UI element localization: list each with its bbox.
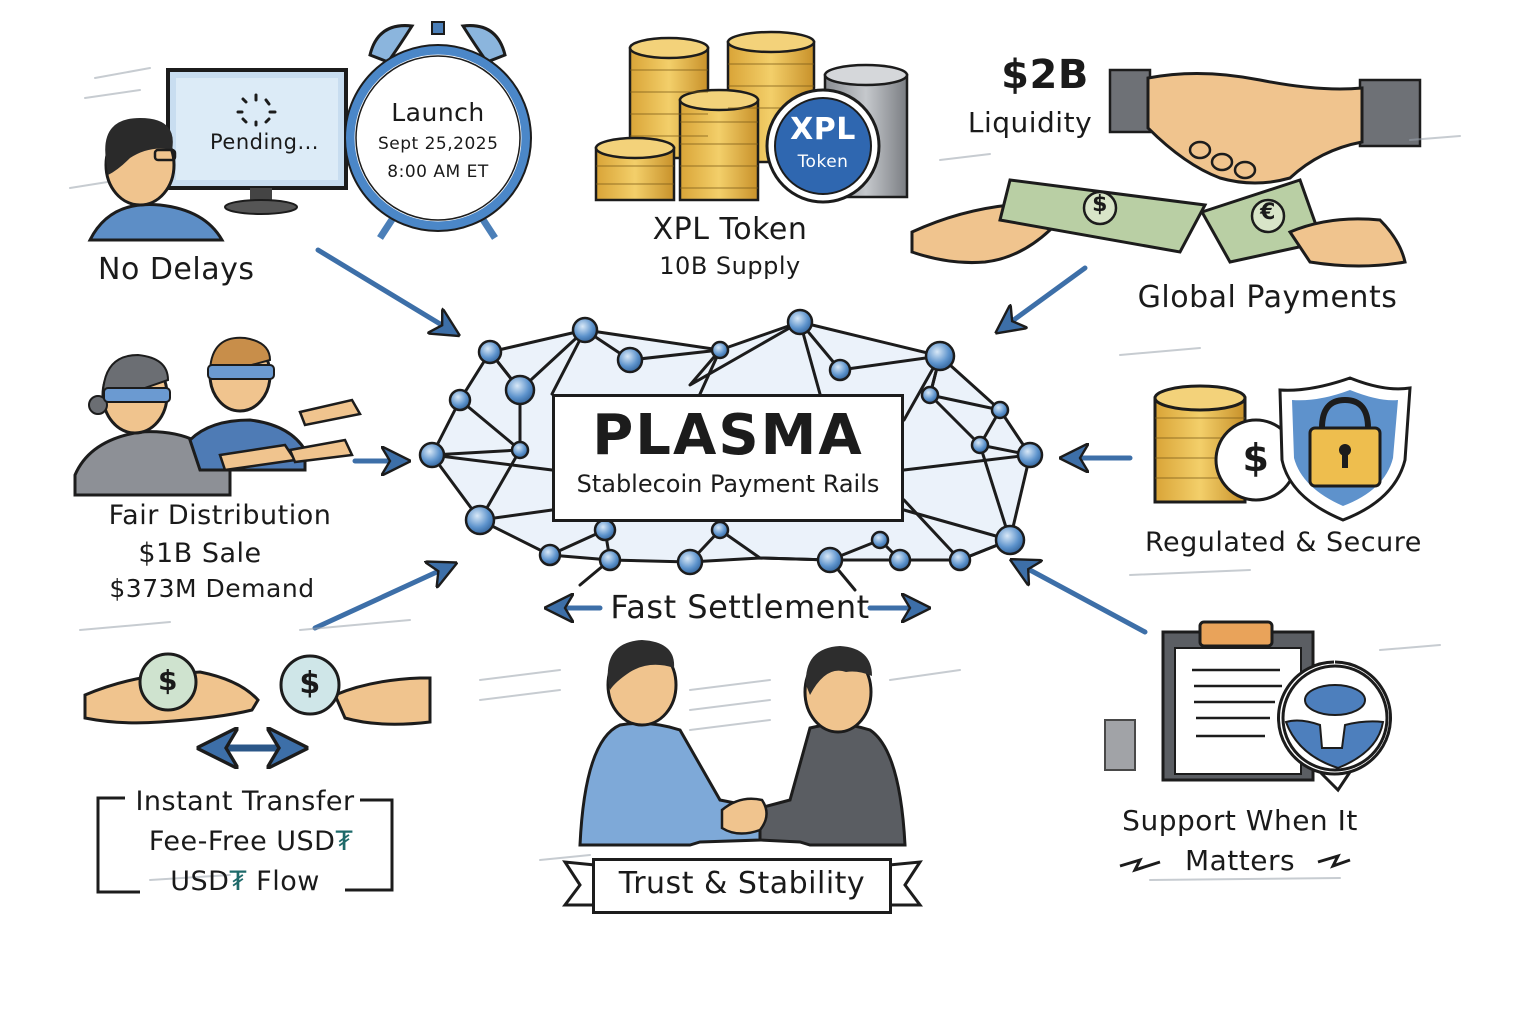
dollar-bill-symbol: $ (1092, 192, 1108, 217)
waiting-person-illustration (87, 118, 225, 242)
launch-date: Sept 25,2025 (378, 134, 499, 154)
transfer-coin-symbol-left: $ (158, 664, 178, 697)
arrow-instant-transfer (312, 565, 452, 631)
launch-clock-title: Launch (391, 98, 485, 127)
fair-distribution-label: Fair Distribution (108, 500, 332, 531)
handshake-icon (1108, 68, 1422, 185)
plasma-subtitle: Stablecoin Payment Rails (576, 470, 880, 498)
coin-stack-icon (594, 30, 909, 204)
fee-free-text: Fee-Free USD (148, 826, 336, 857)
fast-settlement-label: Fast Settlement (610, 588, 870, 626)
euro-bill-symbol: € (1260, 200, 1276, 225)
arrow-no-delays (315, 247, 455, 333)
banknote-icon (910, 178, 1407, 268)
clipboard-chat-icon (1104, 620, 1392, 793)
usdt-flow-suffix: Flow (247, 866, 320, 897)
tether-symbol: ₮ (335, 826, 354, 857)
usdt-flow-prefix: USD (170, 866, 230, 897)
support-label-line1: Support When It (1122, 804, 1358, 837)
trust-ribbon-banner (592, 858, 892, 914)
fee-free-label: Fee-Free USD₮ (120, 826, 382, 857)
trust-stability-label: Trust & Stability (618, 866, 866, 901)
regulated-secure-label: Regulated & Secure (1145, 527, 1422, 558)
demand-amount-label: $373M Demand (109, 574, 315, 603)
liquidity-label: Liquidity (967, 106, 1093, 139)
blindfolded-people-illustration (73, 336, 362, 497)
computer-monitor-icon (69, 67, 348, 215)
business-handshake-icon (479, 640, 961, 847)
coin-exchange-icon (83, 652, 432, 726)
arrow-global-payments (1000, 265, 1088, 330)
pending-screen-text: Pending... (210, 130, 319, 154)
arrow-support (1015, 562, 1148, 635)
launch-time: 8:00 AM ET (387, 162, 489, 182)
xpl-coin-subtext: Token (797, 152, 849, 172)
xpl-coin-text: XPL (790, 112, 856, 147)
regulated-coin-symbol: $ (1242, 436, 1270, 480)
sale-amount-label: $1B Sale (138, 538, 262, 569)
tether-symbol: ₮ (229, 866, 248, 897)
alarm-clock-icon (344, 21, 532, 240)
flow-arrows (205, 247, 1148, 748)
liquidity-amount: $2B (1001, 52, 1089, 98)
instant-transfer-bracket (96, 796, 394, 894)
support-squiggles (1119, 853, 1351, 873)
no-delays-label: No Delays (98, 252, 255, 287)
global-payments-label: Global Payments (1137, 280, 1398, 315)
transfer-coin-symbol-right: $ (299, 666, 321, 701)
support-label-line2: Matters (1184, 844, 1296, 877)
usdt-flow-label: USD₮ Flow (120, 866, 370, 897)
xpl-supply-label: 10B Supply (659, 252, 801, 280)
xpl-token-label: XPL Token (652, 212, 808, 247)
instant-transfer-label: Instant Transfer (135, 786, 355, 817)
shield-lock-icon (1153, 376, 1412, 522)
plasma-title: PLASMA (592, 403, 864, 468)
plasma-title-box: PLASMA Stablecoin Payment Rails (552, 394, 904, 522)
